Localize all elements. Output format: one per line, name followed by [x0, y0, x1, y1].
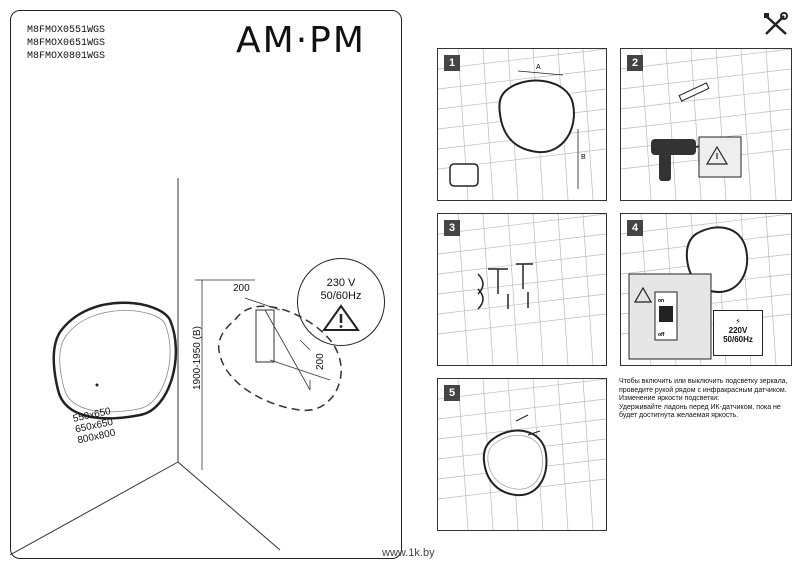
switch-off: off — [658, 332, 665, 338]
step-number: 1 — [444, 55, 460, 71]
step1-illustration: A B — [438, 49, 606, 200]
warning-icon — [633, 286, 653, 303]
step-number: 4 — [627, 220, 643, 236]
step3-illustration — [438, 214, 606, 365]
dimension-a: 200 — [233, 283, 250, 294]
warning-icon — [322, 304, 360, 331]
mount-height-label: 1900-1950 (В) — [192, 326, 203, 390]
voltage: 220V — [728, 326, 748, 335]
usage-note: Чтобы включить или выключить подсветку з… — [619, 378, 794, 421]
brand-logo: AM·PM — [236, 20, 366, 61]
step-number: 3 — [444, 220, 460, 236]
power-spec-box: ⚡ 220V 50/60Hz — [713, 310, 763, 356]
frequency: 50/60Hz — [723, 335, 753, 344]
mirror-outline — [52, 301, 178, 420]
switch-on: on — [658, 298, 664, 304]
frequency: 50/60Hz — [320, 290, 362, 302]
note-line: Изменение яркости подсветки: — [619, 395, 720, 402]
step-panel-4: 4 on off ⚡ 220V 50/60Hz — [620, 213, 792, 366]
step-panel-1: 1 A B — [437, 48, 607, 201]
step-panel-3: 3 — [437, 213, 607, 366]
model-code: M8FMOX0651WGS — [27, 38, 106, 49]
tape-measure-icon — [449, 163, 479, 187]
model-list: M8FMOX0551WGS M8FMOX0651WGS M8FMOX0801WG… — [27, 24, 105, 63]
step-panel-5: 5 — [437, 378, 607, 531]
wall-mount-diagram — [10, 178, 342, 556]
model-code: M8FMOX0551WGS — [27, 25, 106, 36]
step-panel-2: 2 — [620, 48, 792, 201]
footer-watermark: www.1k.by — [382, 547, 435, 559]
step4-illustration: on off — [621, 214, 791, 365]
model-code: M8FMOX0801WGS — [27, 51, 106, 62]
note-line: Удерживайте ладонь перед ИК-датчиком, по… — [619, 403, 781, 420]
power-spec-circle: 230 V 50/60Hz — [297, 258, 385, 346]
voltage: 230 V — [326, 277, 356, 289]
svg-text:A: A — [536, 64, 541, 71]
step5-illustration — [438, 379, 606, 530]
step2-illustration — [621, 49, 791, 200]
step-number: 5 — [444, 385, 460, 401]
note-line: Чтобы включить или выключить подсветку з… — [619, 378, 788, 394]
svg-text:B: B — [581, 154, 586, 161]
tools-icon — [764, 12, 788, 35]
bolt-icon: ⚡ — [735, 317, 741, 326]
dimension-b: 200 — [315, 353, 326, 370]
step-number: 2 — [627, 55, 643, 71]
